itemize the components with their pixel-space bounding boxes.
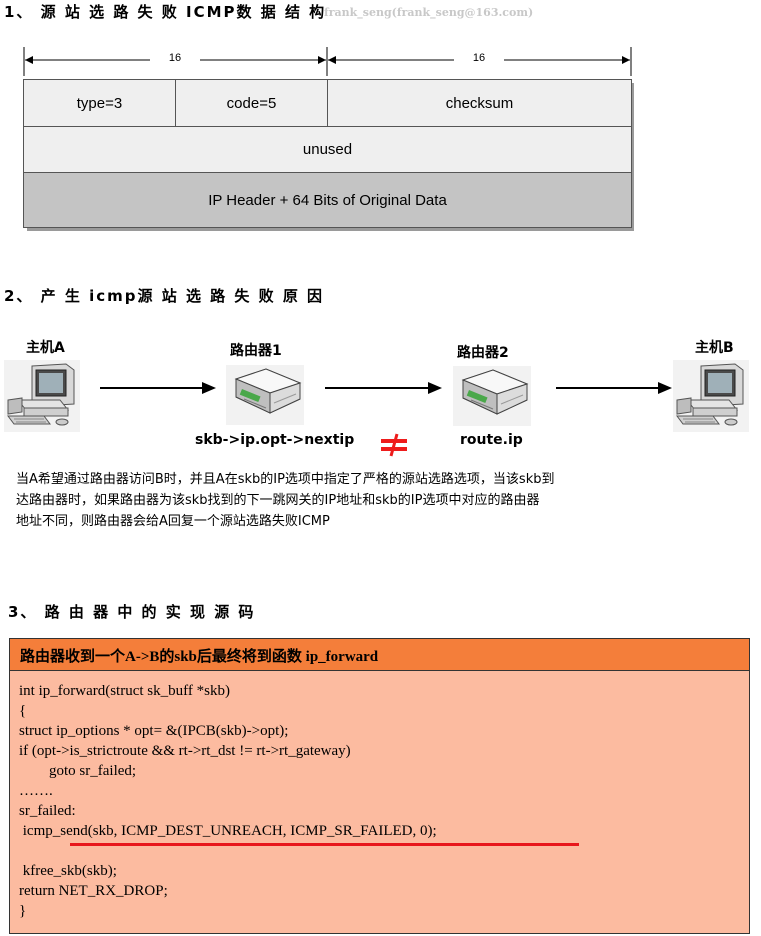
code-line-5: goto sr_failed; <box>19 763 137 779</box>
router2-caption: route.ip <box>460 432 523 448</box>
code-box-title: 路由器收到一个A->B的skb后最终将到函数 ip_forward <box>20 649 379 665</box>
router2-label: 路由器2 <box>457 345 509 361</box>
code-line-3: struct ip_options * opt= &(IPCB(skb)->op… <box>19 723 289 739</box>
host-b-label: 主机B <box>695 340 734 356</box>
section3-title: 3、 路 由 器 中 的 实 现 源 码 <box>8 603 256 621</box>
field-ip-header: IP Header + 64 Bits of Original Data <box>23 172 632 228</box>
field-checksum: checksum <box>327 79 632 127</box>
code-line-7: sr_failed: <box>19 803 76 819</box>
code-line-10: kfree_skb(skb); <box>19 863 117 879</box>
code-line-8: icmp_send(skb, ICMP_DEST_UNREACH, ICMP_S… <box>19 823 437 839</box>
arrowhead-left-end <box>318 56 326 64</box>
host-b-computer-icon <box>673 360 749 432</box>
code-line-6: ……. <box>19 783 53 799</box>
section1-title: 1、 源 站 选 路 失 败 ICMP数 据 结 构 <box>4 3 327 21</box>
code-line-4: if (opt->is_strictroute && rt->rt_dst !=… <box>19 743 351 759</box>
router1-label: 路由器1 <box>230 343 282 359</box>
host-a-computer-icon <box>4 360 80 432</box>
arrowhead-right-start <box>328 56 336 64</box>
code-box-header: 路由器收到一个A->B的skb后最终将到函数 ip_forward <box>10 639 749 671</box>
bits-label-left: 16 <box>150 52 200 64</box>
bit-width-dimension-lines <box>23 47 632 76</box>
router2-icon <box>453 366 531 426</box>
router1-caption: skb->ip.opt->nextip <box>195 432 355 448</box>
flow-arrows <box>100 382 672 394</box>
code-line-12: } <box>19 903 27 919</box>
code-line-1: int ip_forward(struct sk_buff *skb) <box>19 683 230 699</box>
host-a-label: 主机A <box>26 340 65 356</box>
bits-label-right: 16 <box>454 52 504 64</box>
description-line-1: 当A希望通过路由器访问B时，并且A在skb的IP选项中指定了严格的源站选路选项，… <box>16 472 555 487</box>
description-line-2: 达路由器时，如果路由器为该skb找到的下一跳网关的IP地址和skb的IP选项中对… <box>16 493 540 508</box>
field-unused: unused <box>23 126 632 173</box>
field-type: type=3 <box>23 79 176 127</box>
arrowhead-left-start <box>25 56 33 64</box>
section2-title: 2、 产 生 icmp源 站 选 路 失 败 原 因 <box>4 287 325 305</box>
arrowhead-right-end <box>622 56 630 64</box>
code-line-11: return NET_RX_DROP; <box>19 883 168 899</box>
router1-icon <box>226 365 304 425</box>
author-watermark: frank_seng(frank_seng@163.com) <box>324 6 534 19</box>
field-code: code=5 <box>175 79 328 127</box>
code-line-2: { <box>19 703 27 719</box>
description-line-3: 地址不同，则路由器会给A回复一个源站选路失败ICMP <box>16 514 330 529</box>
code-box: 路由器收到一个A->B的skb后最终将到函数 ip_forward int ip… <box>9 638 750 934</box>
icmp-send-underline <box>70 843 579 846</box>
not-equal-icon <box>381 433 407 457</box>
